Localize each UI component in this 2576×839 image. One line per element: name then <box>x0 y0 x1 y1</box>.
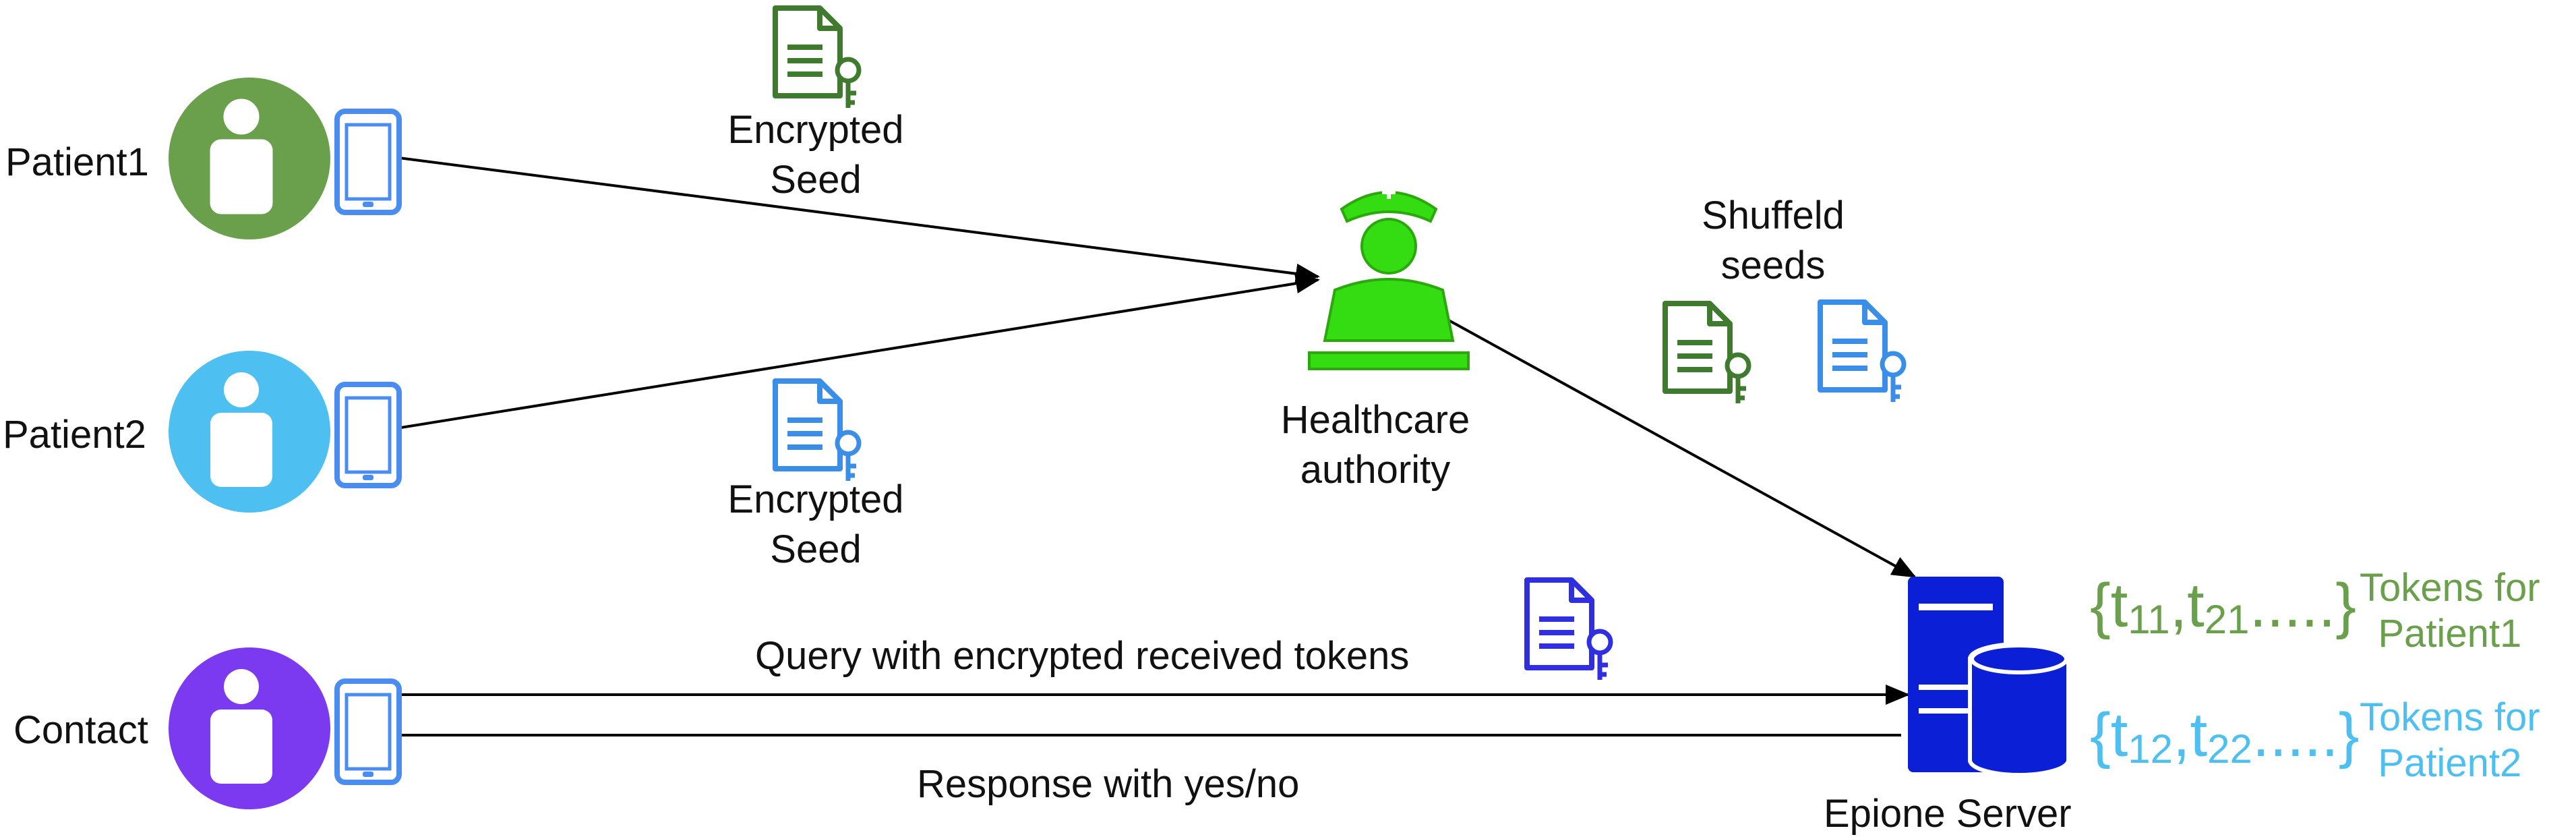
query-token-doc-icon <box>1527 580 1613 680</box>
key-icon <box>1586 629 1613 680</box>
query-label: Query with encrypted received tokens <box>755 634 1410 678</box>
patient1-actor <box>169 78 399 239</box>
response-label: Response with yes/no <box>917 762 1300 806</box>
nurse-icon <box>1308 185 1470 370</box>
phone-icon <box>337 681 399 782</box>
token-mid: ,t <box>2173 701 2208 770</box>
key-icon <box>835 57 862 108</box>
patient2-label: Patient2 <box>3 413 146 457</box>
encrypted-seed-doc-icon-1 <box>775 8 862 108</box>
tokens-desc-line1: Tokens for <box>2360 566 2540 610</box>
key-icon <box>1880 351 1907 402</box>
token-sub2: 21 <box>2204 597 2250 642</box>
encrypted-seed-doc-icon-2 <box>775 381 862 481</box>
key-icon <box>835 430 862 481</box>
token-sub2: 22 <box>2207 726 2252 772</box>
token-sub1: 11 <box>2128 597 2170 642</box>
token-close: .....} <box>2249 571 2356 640</box>
tokens-patient1-desc: Tokens for Patient1 <box>2360 565 2540 657</box>
seed-label-line2: Seed <box>770 158 862 202</box>
arrow-patient2-to-authority <box>367 273 1320 434</box>
phone-icon <box>337 111 399 212</box>
tokens-patient2: {t12,t22.....} Tokens for Patient2 <box>2090 695 2540 785</box>
arrows <box>367 152 1917 745</box>
shuffled-label-line1: Shuffeld <box>1702 194 1845 237</box>
token-sub1: 12 <box>2128 726 2174 772</box>
person-icon <box>210 372 272 487</box>
token-set-patient1: {t11,t21.....} <box>2090 571 2356 642</box>
tokens-patient1: {t11,t21.....} Tokens for Patient1 <box>2090 566 2540 656</box>
patient1-label: Patient1 <box>5 140 149 184</box>
person-icon <box>210 98 273 214</box>
token-set-patient2: {t12,t22.....} <box>2090 701 2360 772</box>
shuffled-seeds-label: Shuffeld seeds <box>1702 191 1845 291</box>
epione-server-label: Epione Server <box>1824 792 2072 836</box>
seed-label-line1: Encrypted <box>727 108 904 152</box>
token-close: .....} <box>2252 701 2360 770</box>
token-open: {t <box>2090 701 2128 770</box>
healthcare-authority-label: Healthcare authority <box>1281 395 1470 495</box>
person-icon <box>210 669 272 784</box>
shuffled-seed-doc-icon-green <box>1665 303 1751 403</box>
shuffled-label-line2: seeds <box>1720 243 1826 287</box>
database-icon <box>1968 642 2070 777</box>
token-mid: ,t <box>2169 571 2205 640</box>
arrow-authority-to-server <box>1415 301 1917 578</box>
authority-label-line2: authority <box>1300 448 1451 492</box>
contact-label: Contact <box>13 708 148 752</box>
arrow-patient1-to-authority <box>367 152 1320 284</box>
patient2-actor <box>169 351 399 513</box>
tokens-desc-line2: Patient1 <box>2378 612 2522 656</box>
server-database-icon <box>1908 577 2070 777</box>
seed-label-line2: Seed <box>770 527 862 571</box>
seed-label-line1: Encrypted <box>727 478 904 521</box>
token-open: {t <box>2090 571 2128 640</box>
tokens-desc-line1: Tokens for <box>2360 695 2540 739</box>
phone-icon <box>337 384 399 486</box>
key-icon <box>1725 352 1751 403</box>
encrypted-seed-label-1: Encrypted Seed <box>727 105 903 205</box>
authority-label-line1: Healthcare <box>1280 398 1470 442</box>
contact-actor <box>169 647 399 809</box>
encrypted-seed-label-2: Encrypted Seed <box>727 475 903 575</box>
shuffled-seed-doc-icon-blue <box>1820 302 1907 402</box>
tokens-desc-line2: Patient2 <box>2378 741 2522 785</box>
tokens-patient2-desc: Tokens for Patient2 <box>2360 695 2540 786</box>
